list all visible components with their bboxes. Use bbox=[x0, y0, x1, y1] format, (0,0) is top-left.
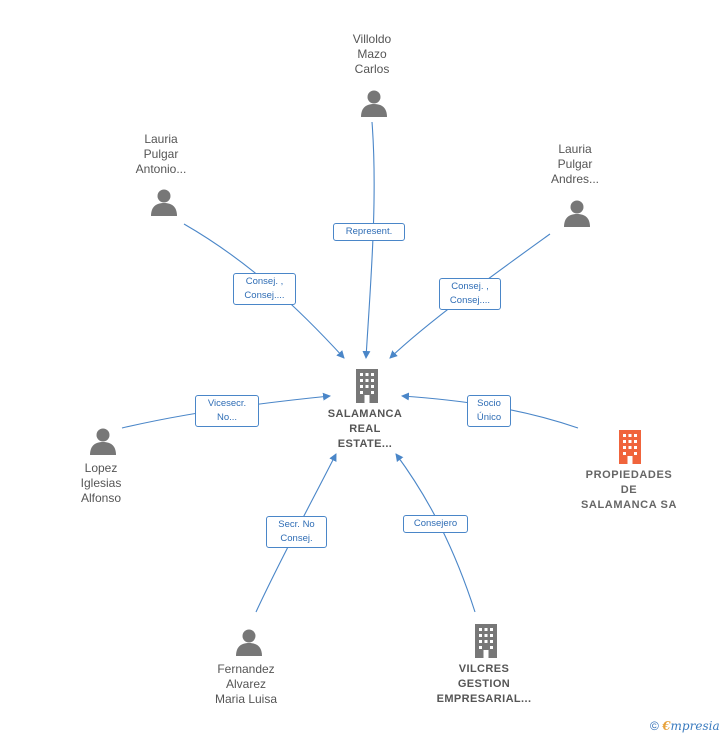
company-name: PROPIEDADES DE SALAMANCA SA bbox=[580, 469, 677, 511]
edge-villoldo bbox=[362, 121, 375, 359]
person-node-lauria-antonio[interactable]: Lauria Pulgar Antonio... bbox=[111, 132, 211, 177]
edge-label-fernandez[interactable]: Secr. No Consej. bbox=[266, 516, 327, 548]
person-node-lauria-andres[interactable]: Lauria Pulgar Andres... bbox=[525, 142, 625, 187]
person-name: Villoldo Mazo Carlos bbox=[352, 32, 392, 76]
person-icon bbox=[90, 428, 116, 455]
person-name: Lauria Pulgar Andres... bbox=[550, 142, 600, 186]
brand-logo: €mpresia bbox=[662, 719, 720, 733]
person-name: Lauria Pulgar Antonio... bbox=[135, 132, 187, 176]
footer-brand: © €mpresia bbox=[650, 719, 720, 733]
edge-label-villoldo[interactable]: Represent. bbox=[333, 223, 405, 241]
edge-label-lopez[interactable]: Vicesecr. No... bbox=[195, 395, 259, 427]
edge-vilcres bbox=[395, 453, 476, 613]
copyright-symbol: © bbox=[650, 719, 659, 733]
edge-label-lauria-andres[interactable]: Consej. , Consej.... bbox=[439, 278, 501, 310]
company-node-salamanca-real-estate[interactable]: SALAMANCA REAL ESTATE... bbox=[305, 407, 425, 452]
company-name: SALAMANCA REAL ESTATE... bbox=[327, 408, 403, 450]
company-node-vilcres[interactable]: VILCRES GESTION EMPRESARIAL... bbox=[424, 662, 544, 707]
person-node-fernandez[interactable]: Fernandez Alvarez Maria Luisa bbox=[196, 662, 296, 707]
person-node-villoldo[interactable]: Villoldo Mazo Carlos bbox=[322, 32, 422, 77]
person-icon bbox=[236, 629, 262, 656]
edge-label-propiedades[interactable]: Socio Único bbox=[467, 395, 511, 427]
person-node-lopez[interactable]: Lopez Iglesias Alfonso bbox=[51, 461, 151, 506]
person-icon bbox=[151, 189, 177, 216]
company-name: VILCRES GESTION EMPRESARIAL... bbox=[436, 663, 532, 705]
building-icon bbox=[356, 369, 378, 403]
person-icon bbox=[361, 90, 387, 117]
person-name: Fernandez Alvarez Maria Luisa bbox=[214, 662, 278, 706]
building-icon bbox=[619, 430, 641, 464]
company-node-propiedades[interactable]: PROPIEDADES DE SALAMANCA SA bbox=[566, 468, 692, 513]
edge-label-vilcres[interactable]: Consejero bbox=[403, 515, 468, 533]
person-icon bbox=[564, 200, 590, 227]
building-icon bbox=[475, 624, 497, 658]
edge-label-lauria-antonio[interactable]: Consej. , Consej.... bbox=[233, 273, 296, 305]
person-name: Lopez Iglesias Alfonso bbox=[80, 461, 122, 505]
